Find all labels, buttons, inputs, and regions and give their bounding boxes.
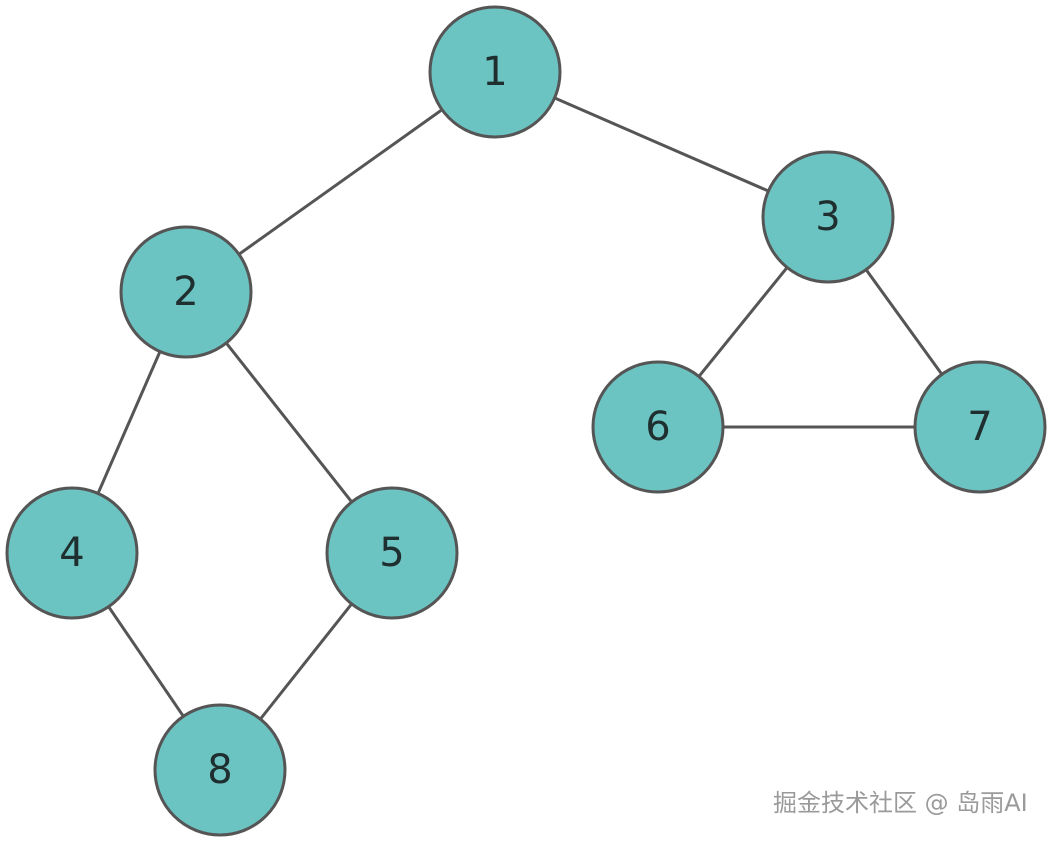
node-label: 8 [207, 747, 232, 793]
nodes-layer: 1 2 3 4 5 6 7 8 [5, 5, 1047, 837]
node-circle [761, 150, 895, 284]
node-label: 4 [59, 530, 84, 576]
node-2: 2 [119, 225, 253, 359]
node-3: 3 [761, 150, 895, 284]
node-label: 1 [482, 49, 507, 95]
node-label: 5 [379, 530, 404, 576]
node-label: 2 [173, 269, 198, 315]
node-circle [5, 486, 139, 620]
node-label: 7 [967, 404, 992, 450]
node-8: 8 [153, 703, 287, 837]
node-4: 4 [5, 486, 139, 620]
node-label: 6 [645, 404, 670, 450]
node-1: 1 [428, 5, 562, 139]
node-5: 5 [325, 486, 459, 620]
watermark-text: 掘金技术社区 @ 岛雨AI [773, 789, 1028, 817]
node-circle [119, 225, 253, 359]
node-circle [325, 486, 459, 620]
node-7: 7 [913, 360, 1047, 494]
node-circle [591, 360, 725, 494]
node-6: 6 [591, 360, 725, 494]
node-label: 3 [815, 194, 840, 240]
node-circle [153, 703, 287, 837]
node-circle [428, 5, 562, 139]
node-circle [913, 360, 1047, 494]
